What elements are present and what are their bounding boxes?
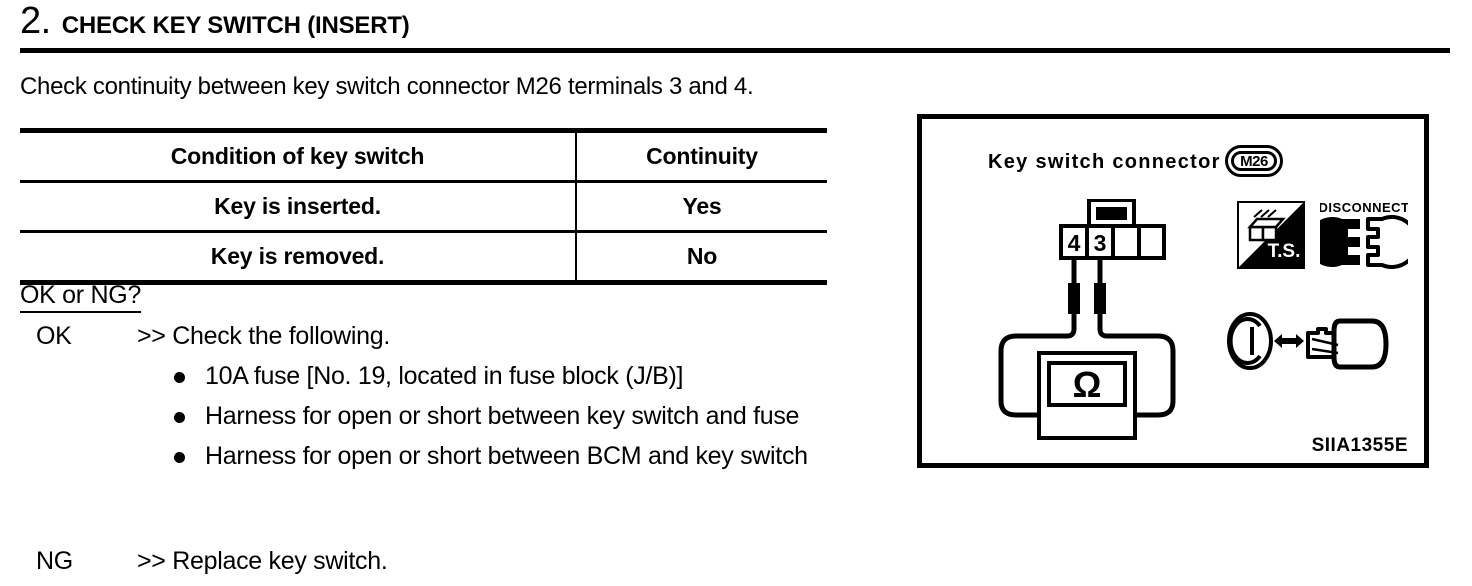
cell-condition: Key is removed. [20,231,576,285]
list-item-label: Harness for open or short between BCM an… [205,442,808,470]
continuity-table: Condition of key switch Continuity Key i… [20,128,827,285]
ng-result-row: NG >> Replace key switch. [36,545,388,577]
svg-text:3: 3 [1094,230,1107,256]
list-item: 10A fuse [No. 19, located in fuse block … [170,360,900,392]
bullet-icon [174,372,185,383]
table-header-row: Condition of key switch Continuity [20,128,827,183]
list-item-label: 10A fuse [No. 19, located in fuse block … [205,362,684,390]
svg-text:T.S.: T.S. [1268,241,1301,262]
ng-arrow: >> [137,547,166,575]
ok-bullet-list: 10A fuse [No. 19, located in fuse block … [170,360,900,480]
page-title: CHECK KEY SWITCH (INSERT) [61,12,410,39]
ts-icon: T.S. [1237,201,1305,269]
ok-action-text: Check the following. [172,322,390,350]
key-insert-icon [1227,312,1389,370]
svg-text:Ω: Ω [1073,364,1102,405]
illustration-panel: Key switch connector M26 4 3 [917,114,1429,468]
instruction-text: Check continuity between key switch conn… [20,73,754,100]
connector-label: Key switch connector [988,151,1221,173]
bullet-icon [174,452,185,463]
svg-text:DISCONNECT: DISCONNECT [1320,200,1408,215]
page-heading: 2. CHECK KEY SWITCH (INSERT) [20,2,410,40]
ng-action-text: Replace key switch. [172,547,388,575]
column-header-condition: Condition of key switch [20,128,576,183]
table-row: Key is inserted. Yes [20,181,827,233]
svg-text:4: 4 [1068,230,1081,256]
list-item: Harness for open or short between BCM an… [170,440,900,472]
cell-continuity: Yes [575,181,827,233]
list-item: Harness for open or short between key sw… [170,400,900,432]
ohmmeter-diagram: Ω [998,309,1176,440]
cell-continuity: No [575,231,827,285]
ok-or-ng-prompt: OK or NG? [20,280,141,313]
heading-divider [20,48,1450,53]
list-item-label: Harness for open or short between key sw… [205,402,800,430]
ng-label: NG [36,547,73,575]
column-header-continuity: Continuity [575,128,827,183]
cell-condition: Key is inserted. [20,181,576,233]
table-row: Key is removed. No [20,231,827,285]
connector-id-badge: M26 [1225,145,1283,177]
ok-arrow: >> [137,322,166,350]
ok-result-row: OK >> Check the following. [36,320,390,352]
ok-label: OK [36,322,72,350]
connector-id-badge-inner: M26 [1231,151,1277,171]
figure-caption: SIIA1355E [1311,435,1408,456]
disconnect-icon: DISCONNECT [1320,200,1408,269]
connector-diagram: 4 3 [1059,199,1166,314]
step-number: 2. [20,0,51,42]
bullet-icon [174,412,185,423]
connector-id-label: M26 [1240,152,1268,170]
